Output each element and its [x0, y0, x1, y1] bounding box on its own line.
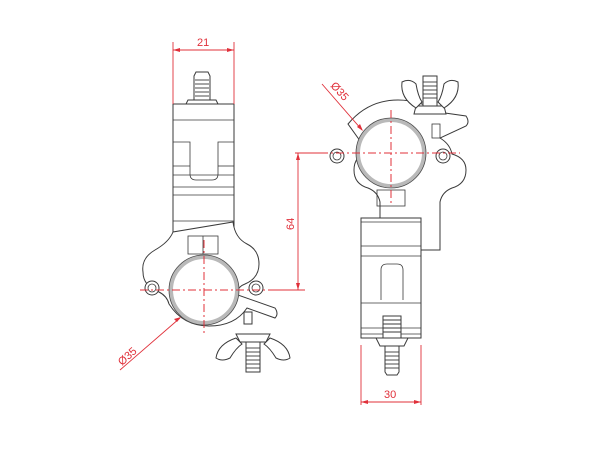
dimension-width-right: 30 — [384, 389, 396, 401]
dimension-diameter-right: Ø35 — [328, 80, 351, 103]
dimension-center-distance: 64 — [285, 218, 297, 230]
left-clamp-view: 21 Ø35 — [116, 37, 300, 373]
bottom-bolt-icon — [375, 315, 409, 376]
dimension-width-left: 21 — [197, 37, 209, 49]
dimension-diameter-left: Ø35 — [116, 345, 139, 368]
left-wing-nut-icon — [215, 311, 291, 373]
right-wing-nut-icon — [401, 75, 459, 115]
top-bolt-icon — [185, 71, 219, 105]
right-clamp-view: Ø35 30 — [320, 75, 469, 405]
center-distance-dimension: 64 — [270, 152, 325, 291]
